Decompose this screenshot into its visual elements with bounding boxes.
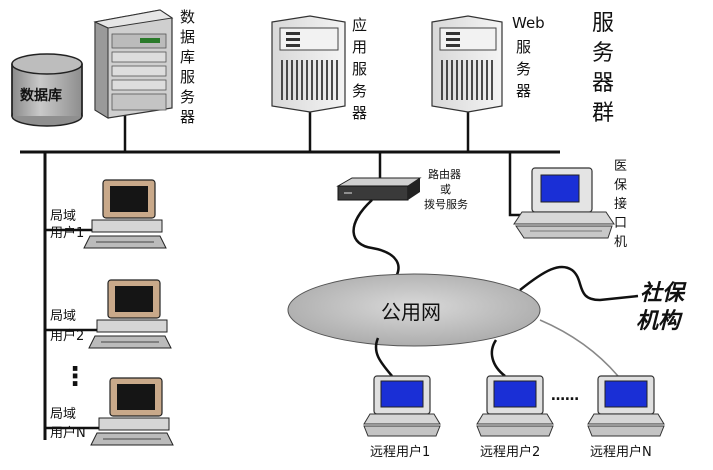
server-group-label: 服 务 器 群 xyxy=(592,11,614,126)
web-server-label: Web 服 务 器 xyxy=(512,14,545,100)
lan-user-2-label: 局域 用户2 xyxy=(50,309,84,344)
lan-user-1-label: 局域 用户1 xyxy=(50,209,84,241)
social-security-label: 社保 机构 xyxy=(636,280,687,334)
app-server-icon xyxy=(271,15,346,113)
svg-text:拨号服务: 拨号服务 xyxy=(424,197,468,211)
svg-text:口: 口 xyxy=(614,216,627,231)
svg-text:用户N: 用户N xyxy=(50,425,86,441)
remote-user-2-label: 远程用户2 xyxy=(480,444,540,460)
svg-text:保: 保 xyxy=(614,178,627,193)
medical-interface-label: 医 保 接 口 机 xyxy=(614,159,627,250)
svg-text:接: 接 xyxy=(614,196,627,212)
svg-text:局域: 局域 xyxy=(50,407,76,422)
svg-text:务: 务 xyxy=(180,88,195,106)
db-server-icon xyxy=(93,9,174,119)
social-security-link xyxy=(519,265,639,302)
svg-text:数: 数 xyxy=(180,8,195,26)
svg-text:器: 器 xyxy=(352,104,367,122)
db-server-label: 数 据 库 服 务 器 xyxy=(180,8,195,126)
lan-user-1-icon xyxy=(83,179,167,249)
database-label: 数据库 xyxy=(20,87,62,104)
router-label: 路由器 或 拨号服务 xyxy=(424,167,468,211)
svg-text:Web: Web xyxy=(512,14,545,32)
svg-text:务: 务 xyxy=(592,41,614,66)
app-server-label: 应 用 服 务 器 xyxy=(352,16,367,122)
svg-text:或: 或 xyxy=(440,183,451,196)
svg-text:应: 应 xyxy=(352,16,367,34)
svg-text:用户2: 用户2 xyxy=(50,328,84,344)
remote-ellipsis: …… xyxy=(551,388,579,404)
medical-interface-icon xyxy=(513,167,615,239)
lan-user-2-icon xyxy=(88,279,172,349)
svg-text:医: 医 xyxy=(614,159,627,174)
svg-text:服: 服 xyxy=(180,68,195,86)
remote-user-1-label: 远程用户1 xyxy=(370,444,430,460)
svg-text:器: 器 xyxy=(516,82,531,100)
svg-text:机: 机 xyxy=(614,235,627,250)
lan-user-n-label: 局域 用户N xyxy=(50,407,86,441)
svg-text:据: 据 xyxy=(180,28,195,46)
remote-user-n-icon xyxy=(587,375,665,437)
router-to-network-link xyxy=(352,199,400,286)
svg-text:器: 器 xyxy=(592,71,614,96)
svg-text:路由器: 路由器 xyxy=(428,167,461,181)
remote-user-n-label: 远程用户N xyxy=(590,444,652,460)
svg-text:群: 群 xyxy=(592,101,614,126)
public-network-label: 公用网 xyxy=(381,300,441,324)
svg-text:服: 服 xyxy=(352,60,367,78)
database-icon xyxy=(11,53,83,127)
lan-ellipsis: ⋮ xyxy=(62,362,88,392)
svg-text:器: 器 xyxy=(180,108,195,126)
router-icon xyxy=(336,177,422,201)
remote-user-1-icon xyxy=(363,375,441,437)
lan-user-n-icon xyxy=(90,377,174,446)
svg-text:机构: 机构 xyxy=(636,308,683,334)
svg-text:用: 用 xyxy=(352,38,367,56)
svg-text:服: 服 xyxy=(516,38,531,56)
public-network-cloud xyxy=(287,273,541,347)
svg-text:务: 务 xyxy=(516,60,531,78)
svg-text:务: 务 xyxy=(352,82,367,100)
remote-user-2-icon xyxy=(476,375,554,437)
svg-text:局域: 局域 xyxy=(50,309,76,324)
svg-text:社保: 社保 xyxy=(640,280,687,306)
web-server-icon xyxy=(431,15,503,113)
svg-text:局域: 局域 xyxy=(50,209,76,224)
svg-text:服: 服 xyxy=(592,11,614,36)
svg-text:用户1: 用户1 xyxy=(50,225,84,241)
svg-text:库: 库 xyxy=(180,48,195,66)
